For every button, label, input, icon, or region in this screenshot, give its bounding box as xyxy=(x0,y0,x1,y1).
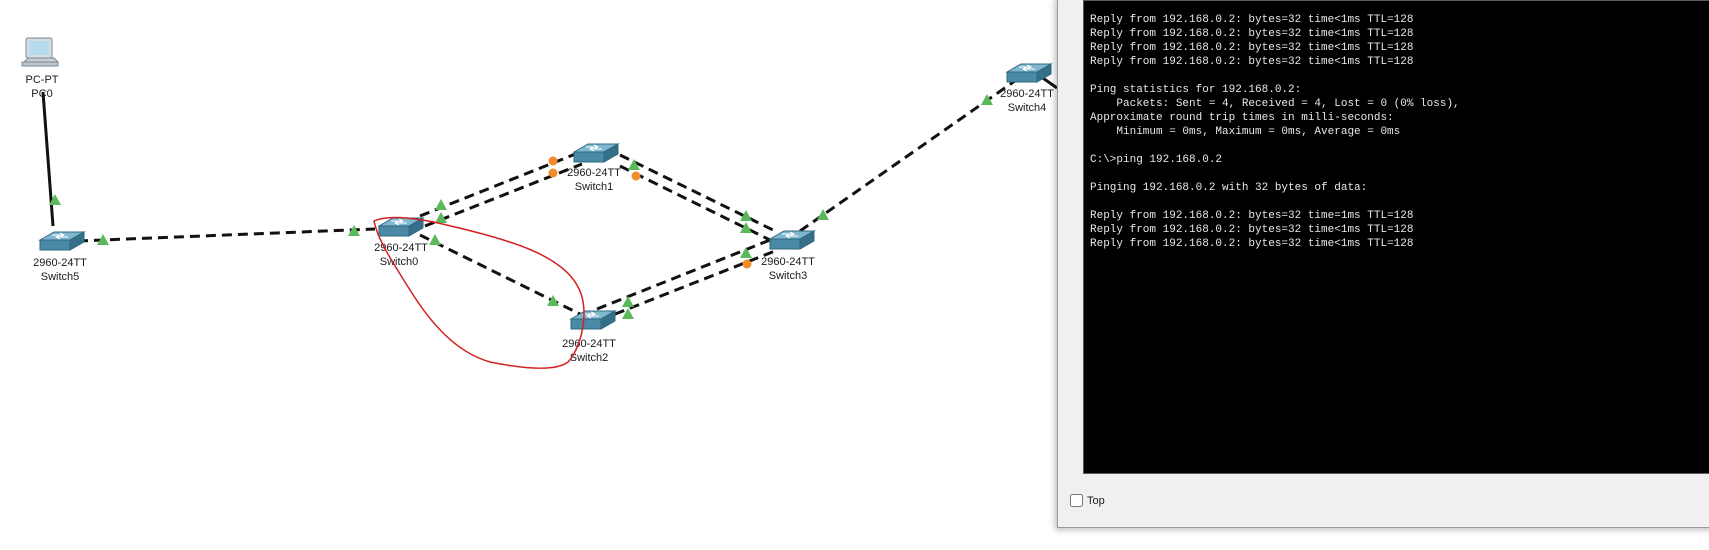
device-switch5[interactable]: 2960-24TT Switch5 xyxy=(33,231,87,283)
port-up-marker xyxy=(435,199,447,210)
port-up-marker xyxy=(628,159,640,170)
link-switch1-switch3-b[interactable] xyxy=(619,164,771,242)
device-name-label: Switch0 xyxy=(380,256,419,268)
device-model-label: 2960-24TT xyxy=(567,167,621,179)
device-model-label: 2960-24TT xyxy=(1000,88,1054,100)
link-switch0-switch1-b[interactable] xyxy=(424,162,583,228)
port-up-marker xyxy=(547,295,559,306)
port-blocking-marker xyxy=(548,156,558,166)
device-model-label: 2960-24TT xyxy=(33,257,87,269)
switch-icon xyxy=(39,231,85,251)
device-switch4[interactable]: 2960-24TT Switch4 xyxy=(1000,63,1054,114)
port-up-marker xyxy=(348,225,360,236)
link-switch5-switch0[interactable] xyxy=(77,227,376,243)
top-checkbox-row[interactable]: Top xyxy=(1070,494,1105,507)
device-model-label: 2960-24TT xyxy=(562,338,616,350)
device-switch3[interactable]: 2960-24TT Switch3 xyxy=(761,230,815,282)
port-markers xyxy=(49,94,993,319)
switch-icon xyxy=(769,230,815,250)
device-name-label: Switch1 xyxy=(575,181,614,193)
device-name-label: Switch5 xyxy=(41,271,80,283)
device-name-label: PC0 xyxy=(31,88,52,100)
device-switch2[interactable]: 2960-24TT Switch2 xyxy=(562,310,616,364)
device-model-label: PC-PT xyxy=(26,74,59,86)
port-up-marker xyxy=(97,234,109,245)
terminal-output[interactable]: Reply from 192.168.0.2: bytes=32 time<1m… xyxy=(1083,0,1709,474)
link-pc0-switch5[interactable] xyxy=(41,91,55,227)
device-name-label: Switch3 xyxy=(769,270,808,282)
port-up-marker xyxy=(981,94,993,105)
port-up-marker xyxy=(740,247,752,258)
port-up-marker xyxy=(740,210,752,221)
device-pc0[interactable]: PC-PT PC0 xyxy=(21,37,59,100)
port-blocking-marker xyxy=(548,168,558,178)
top-checkbox-label: Top xyxy=(1087,494,1105,507)
command-prompt-window[interactable]: Reply from 192.168.0.2: bytes=32 time<1m… xyxy=(1057,0,1709,528)
link-switch1-switch3-a[interactable] xyxy=(619,153,774,232)
port-up-marker xyxy=(817,209,829,220)
link-switch0-switch2[interactable] xyxy=(419,233,583,317)
port-blocking-marker xyxy=(631,171,641,181)
device-switch1[interactable]: 2960-24TT Switch1 xyxy=(567,143,621,193)
link-switch2-switch3-a[interactable] xyxy=(596,238,771,311)
links xyxy=(41,74,1058,322)
port-up-marker xyxy=(49,194,61,205)
port-up-marker xyxy=(429,234,441,245)
switch-icon xyxy=(378,217,424,237)
link-switch0-switch1-a[interactable] xyxy=(419,151,579,218)
terminal-text: Reply from 192.168.0.2: bytes=32 time<1m… xyxy=(1090,14,1460,250)
switch-icon xyxy=(573,143,619,163)
device-switch0[interactable]: 2960-24TT Switch0 xyxy=(374,217,428,268)
device-model-label: 2960-24TT xyxy=(761,256,815,268)
device-model-label: 2960-24TT xyxy=(374,242,428,254)
port-blocking-marker xyxy=(742,259,752,269)
pc-icon xyxy=(21,37,59,67)
port-up-marker xyxy=(622,308,634,319)
red-annotation-loop xyxy=(373,216,585,369)
device-name-label: Switch4 xyxy=(1008,102,1047,114)
top-checkbox[interactable] xyxy=(1070,494,1083,507)
device-name-label: Switch2 xyxy=(570,352,609,364)
port-up-marker xyxy=(435,212,447,223)
port-up-marker xyxy=(740,222,752,233)
port-up-marker xyxy=(622,296,634,307)
